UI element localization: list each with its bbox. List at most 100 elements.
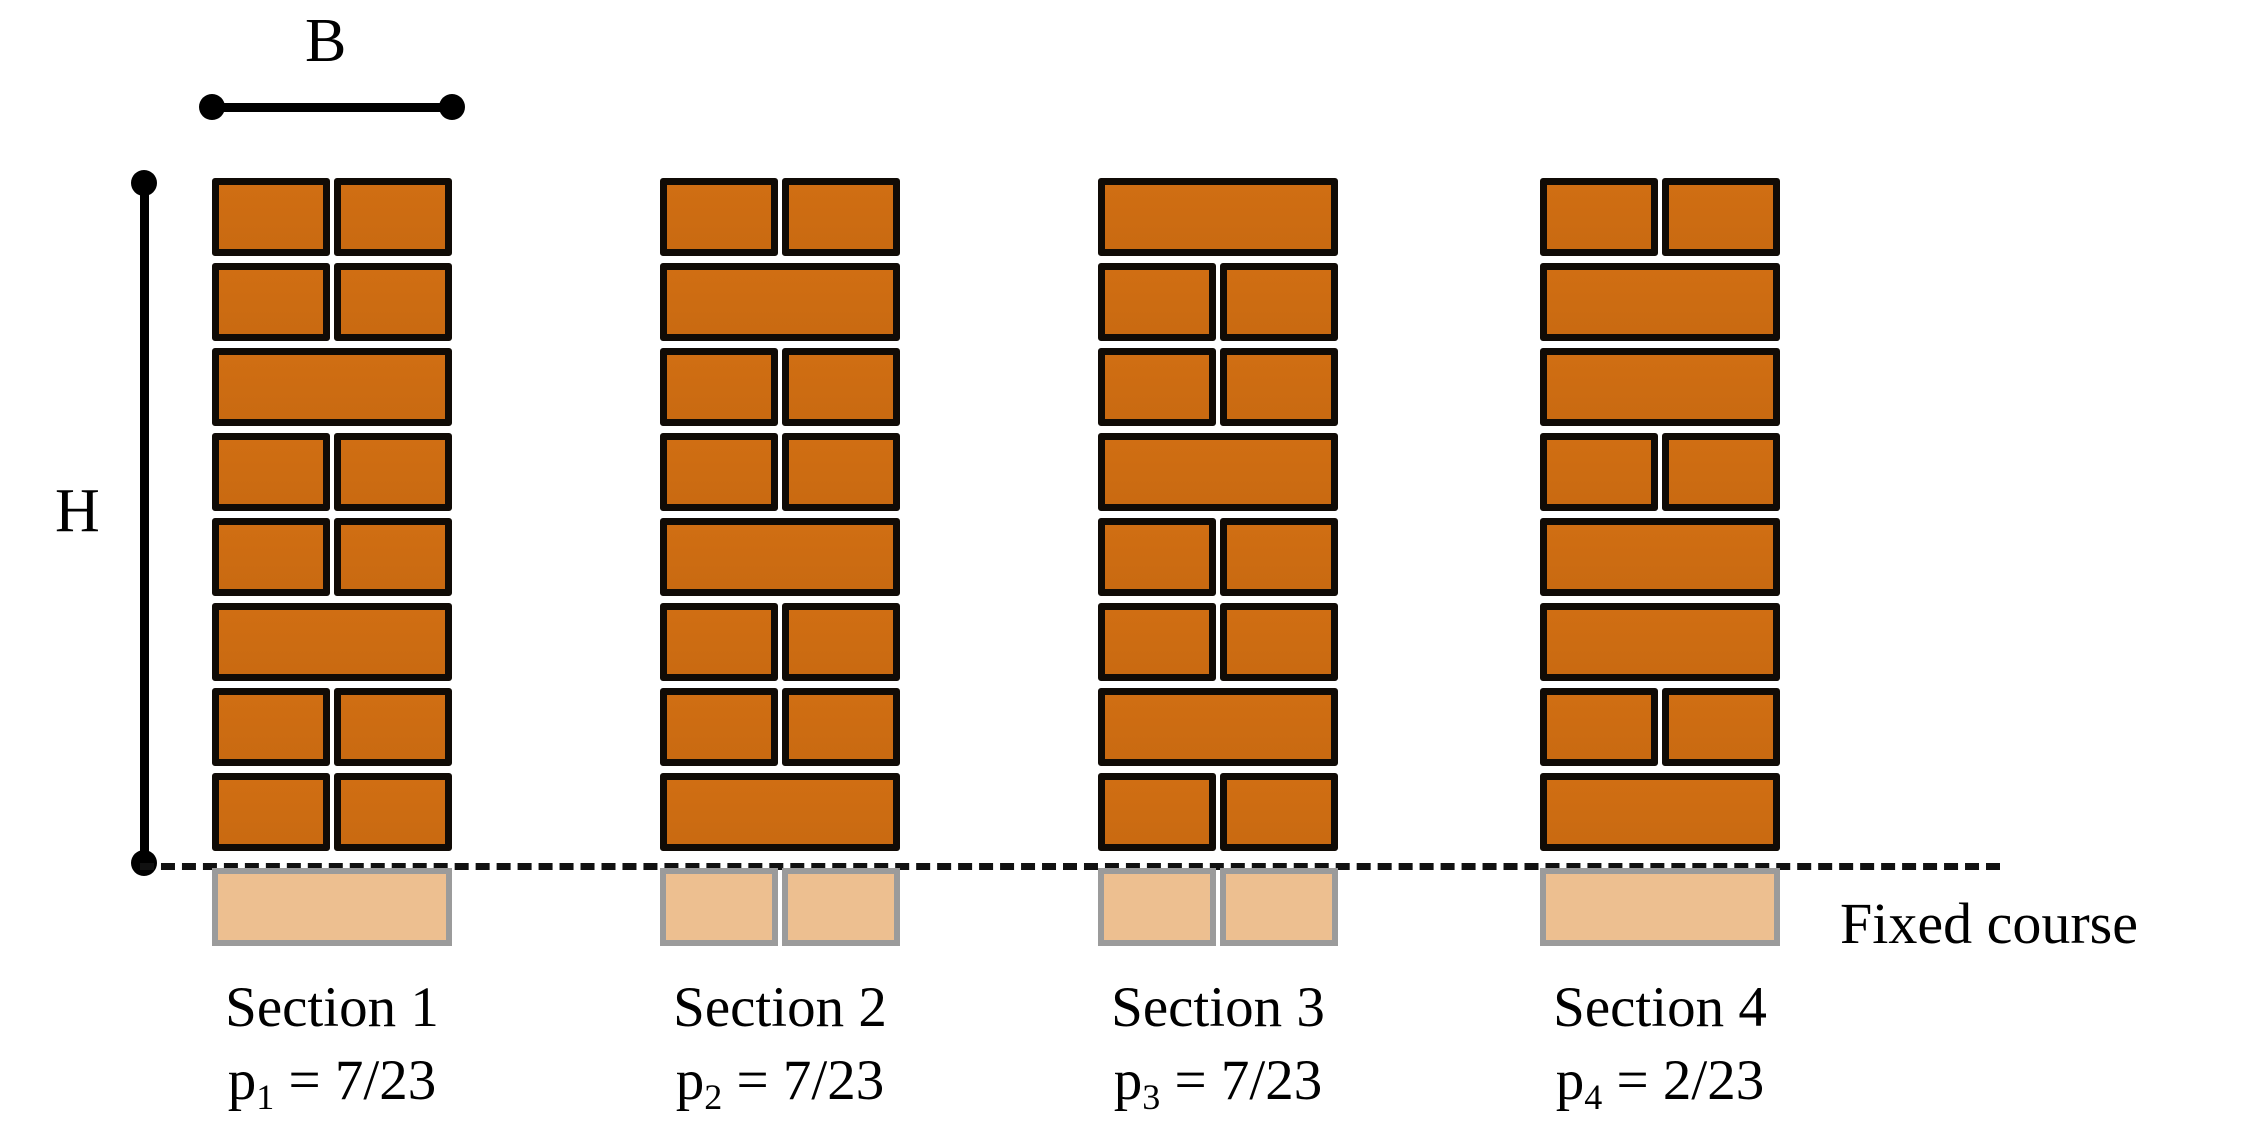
half-brick: [334, 178, 452, 256]
half-brick: [334, 518, 452, 596]
section-caption-2: Section 2 p2 = 7/23: [570, 974, 990, 1118]
half-brick: [1220, 348, 1338, 426]
half-brick: [782, 603, 900, 681]
brick-course: [660, 178, 900, 256]
brick-course: [1540, 603, 1780, 681]
width-dimension-label: B: [305, 7, 347, 75]
brick-course: [1540, 263, 1780, 341]
half-brick: [334, 688, 452, 766]
brick-course: [1098, 433, 1338, 511]
height-dimension-dot-top: [131, 170, 157, 196]
brick-course: [1098, 688, 1338, 766]
half-brick: [1540, 433, 1658, 511]
section-probability: p4 = 2/23: [1555, 1049, 1765, 1118]
brick-course: [660, 773, 900, 851]
full-brick: [212, 603, 452, 681]
full-brick: [1098, 178, 1338, 256]
half-brick: [1098, 348, 1216, 426]
half-brick: [212, 433, 330, 511]
half-brick: [212, 263, 330, 341]
section-name: Section 3: [1111, 976, 1325, 1039]
brick-course: [1540, 348, 1780, 426]
brick-course: [1098, 603, 1338, 681]
half-brick: [1098, 603, 1216, 681]
full-brick: [660, 773, 900, 851]
section-probability: p3 = 7/23: [1113, 1049, 1323, 1118]
fixed-half-brick: [782, 868, 900, 946]
half-brick: [660, 433, 778, 511]
brick-course: [212, 263, 452, 341]
brick-course: [660, 688, 900, 766]
half-brick: [334, 263, 452, 341]
full-brick: [212, 348, 452, 426]
full-brick: [1540, 263, 1780, 341]
fixed-half-brick: [1098, 868, 1216, 946]
half-brick: [1098, 773, 1216, 851]
width-dimension-bar: [212, 103, 452, 112]
brick-course: [1540, 433, 1780, 511]
brick-course: [1540, 688, 1780, 766]
brick-course: [660, 433, 900, 511]
brick-course: [660, 263, 900, 341]
half-brick: [1220, 518, 1338, 596]
probability-subscript: 3: [1142, 1077, 1161, 1118]
brick-course: [660, 518, 900, 596]
fixed-course-2: [660, 868, 900, 946]
fixed-course-4: [1540, 868, 1780, 946]
probability-subscript: 4: [1584, 1077, 1603, 1118]
half-brick: [660, 688, 778, 766]
half-brick: [1540, 688, 1658, 766]
probability-subscript: 2: [704, 1077, 723, 1118]
fixed-course-1: [212, 868, 452, 946]
wall-section-3: [1098, 178, 1338, 858]
half-brick: [1662, 433, 1780, 511]
full-brick: [1540, 348, 1780, 426]
brick-course: [212, 688, 452, 766]
brick-course: [212, 773, 452, 851]
brick-course: [1098, 773, 1338, 851]
section-caption-3: Section 3 p3 = 7/23: [1008, 974, 1428, 1118]
brick-course: [660, 348, 900, 426]
brick-course: [212, 433, 452, 511]
section-probability: p1 = 7/23: [227, 1049, 437, 1118]
full-brick: [660, 263, 900, 341]
full-brick: [1540, 603, 1780, 681]
brick-course: [212, 178, 452, 256]
fixed-course-3: [1098, 868, 1338, 946]
half-brick: [1220, 773, 1338, 851]
brick-course: [660, 603, 900, 681]
half-brick: [1220, 603, 1338, 681]
full-brick: [660, 518, 900, 596]
probability-subscript: 1: [256, 1077, 275, 1118]
section-caption-1: Section 1 p1 = 7/23: [122, 974, 542, 1118]
full-brick: [1540, 773, 1780, 851]
brick-course: [1098, 348, 1338, 426]
wall-section-4: [1540, 178, 1780, 858]
width-dimension-dot-left: [199, 94, 225, 120]
section-probability: p2 = 7/23: [675, 1049, 885, 1118]
fixed-full-brick: [212, 868, 452, 946]
half-brick: [1662, 178, 1780, 256]
brick-course: [1540, 773, 1780, 851]
fixed-course-baseline: [140, 863, 2000, 870]
brick-course: [1098, 518, 1338, 596]
half-brick: [212, 773, 330, 851]
brick-course: [1540, 178, 1780, 256]
brick-course: [212, 603, 452, 681]
half-brick: [782, 688, 900, 766]
full-brick: [1098, 433, 1338, 511]
brick-course: [1098, 178, 1338, 256]
section-name: Section 1: [225, 976, 439, 1039]
half-brick: [334, 773, 452, 851]
half-brick: [212, 518, 330, 596]
half-brick: [1662, 688, 1780, 766]
half-brick: [660, 178, 778, 256]
section-name: Section 4: [1553, 976, 1767, 1039]
brick-course: [1098, 263, 1338, 341]
half-brick: [334, 433, 452, 511]
section-name: Section 2: [673, 976, 887, 1039]
full-brick: [1098, 688, 1338, 766]
fixed-full-brick: [1540, 868, 1780, 946]
half-brick: [1540, 178, 1658, 256]
